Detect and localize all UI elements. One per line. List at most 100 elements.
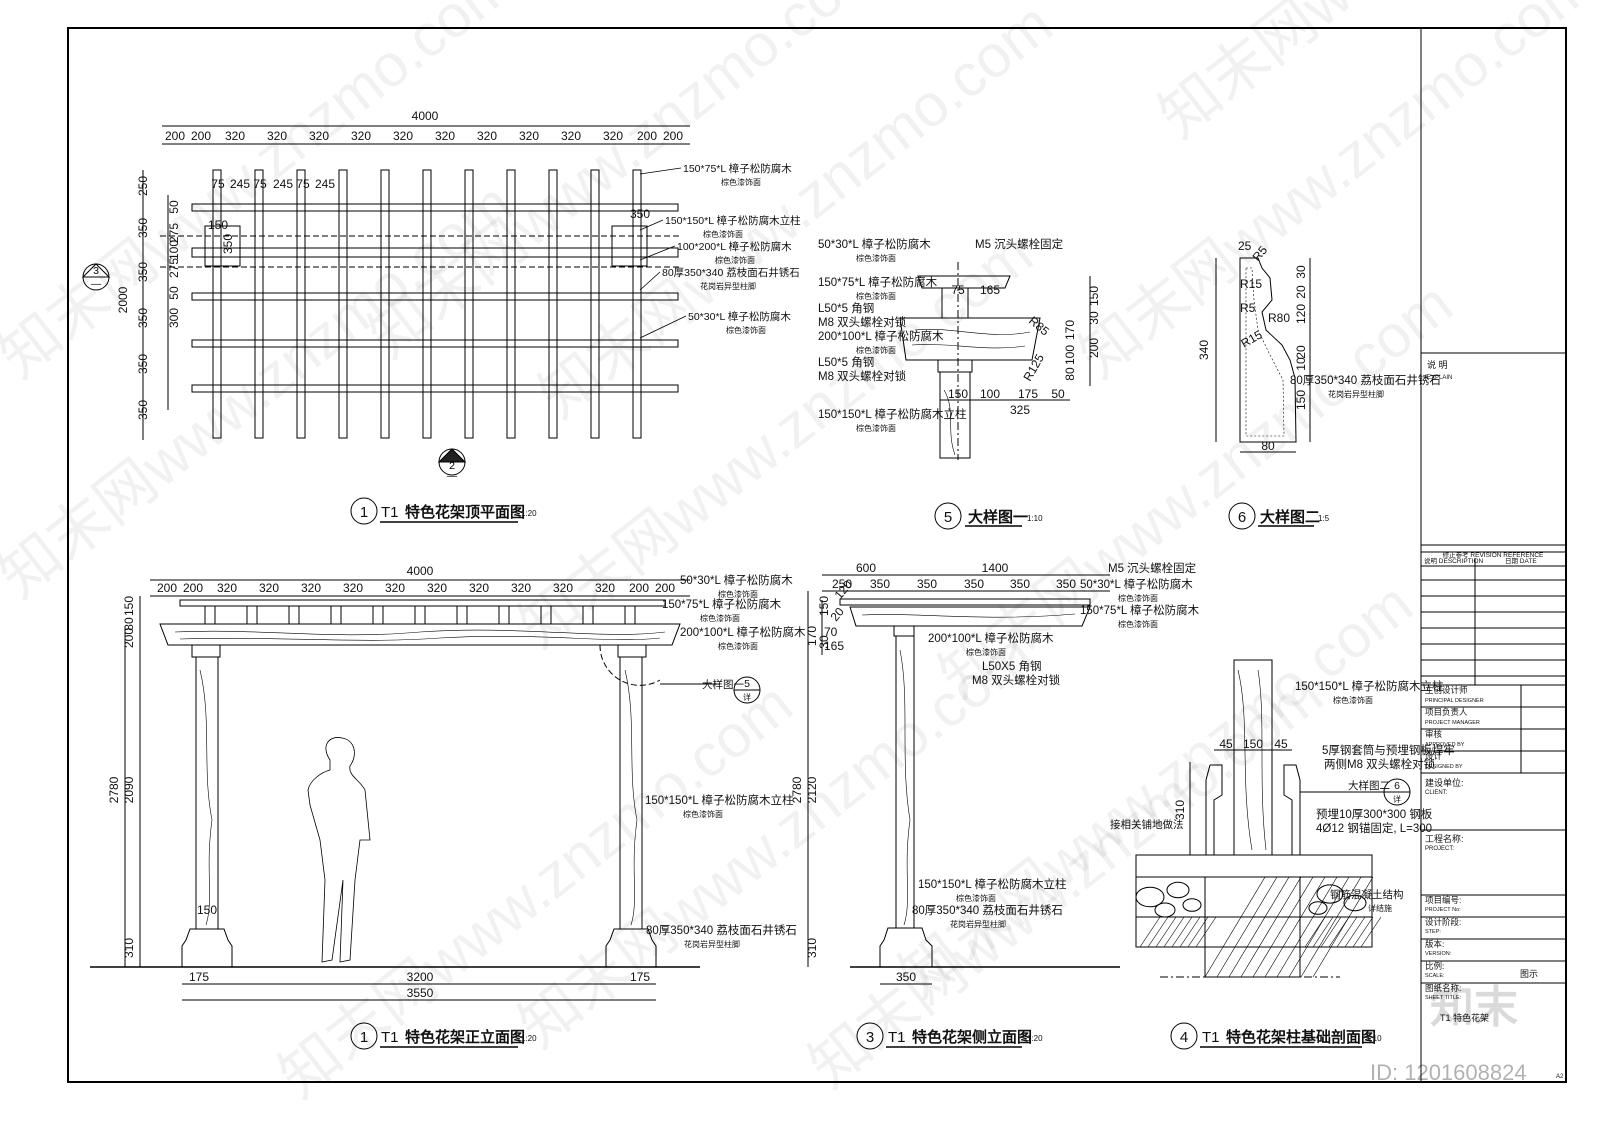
side-note: 80厚350*340 荔枝面石井锈石	[912, 903, 1063, 917]
side-dim: 350	[870, 577, 890, 591]
plan-rafter-dim: 75	[296, 177, 310, 191]
tb-field-value: 图示	[1520, 969, 1538, 979]
plan-left-dim: 350	[136, 400, 150, 420]
d6-dim: 150	[1294, 390, 1308, 410]
side-dim: 150	[817, 596, 831, 616]
foundation-detail-ref[interactable]: 大样图二 6 详	[1300, 778, 1411, 806]
side-dim: 350	[964, 577, 984, 591]
d6-dim: R15	[1239, 327, 1265, 350]
d5-note-finish: 棕色漆饰面	[856, 423, 896, 433]
soil-hatch	[1147, 916, 1169, 948]
front-left-dim: 80	[122, 617, 136, 631]
plan-top-dim: 320	[477, 129, 497, 143]
front-elevation	[90, 579, 700, 1001]
tb-role: 项目负责人	[1425, 707, 1468, 717]
plan-inner-dim: 275	[167, 258, 181, 278]
front-overall-dim: 4000	[407, 564, 434, 578]
front-left-dim: 150	[122, 596, 136, 616]
plan-top-dim: 200	[191, 129, 211, 143]
gravel-stone	[1343, 894, 1367, 912]
plan-note-finish: 棕色漆饰面	[703, 229, 743, 239]
front-note-finish: 棕色漆饰面	[700, 613, 740, 623]
svg-text:T1: T1	[381, 504, 399, 521]
front-note: 200*100*L 樟子松防腐木	[680, 625, 806, 639]
front-top-dim: 200	[629, 581, 649, 595]
side-dim: 350	[1010, 577, 1030, 591]
front-top-dim: 320	[595, 581, 615, 595]
svg-text:大样图二: 大样图二	[1260, 508, 1320, 526]
side-dim: 310	[805, 938, 819, 958]
d6-dim: 20	[1294, 345, 1308, 359]
svg-text:—: —	[447, 470, 458, 482]
tb-field-en: PROJECT No:	[1425, 907, 1461, 913]
svg-text:1: 1	[360, 504, 368, 521]
soil-hatch	[1163, 916, 1185, 948]
side-dim: 2780	[790, 776, 804, 803]
side-dim: 70	[824, 625, 838, 639]
side-note: L50X5 角钢	[982, 660, 1041, 673]
front-top-dim: 320	[427, 581, 447, 595]
plan-rafter-dim: 245	[230, 177, 250, 191]
plan-section-mark-bottom[interactable]: 2 —	[437, 448, 467, 482]
plan-rafter	[296, 169, 306, 439]
d5-note: 150*75*L 樟子松防腐木	[818, 275, 938, 289]
watermark-logo: 知末	[1430, 983, 1518, 1032]
svg-text:特色花架柱基础剖面图: 特色花架柱基础剖面图	[1226, 1028, 1376, 1046]
side-elevation	[807, 574, 1120, 985]
front-rafter-end	[204, 605, 216, 625]
svg-text:特色花架侧立面图: 特色花架侧立面图	[912, 1028, 1032, 1046]
found-note: 预埋10厚300*300 钢板	[1316, 807, 1433, 821]
svg-text:T1: T1	[888, 1029, 906, 1046]
side-dim: 30	[817, 635, 831, 649]
plan-rafter	[464, 169, 474, 439]
plan-section-mark-left[interactable]: 3 —	[81, 263, 111, 291]
side-note-finish: 棕色漆饰面	[1118, 619, 1158, 629]
d5-note: 200*100*L 樟子松防腐木	[818, 329, 944, 343]
tb-role-en: PROJECT MANAGER	[1425, 720, 1480, 726]
tb-field: 版本:	[1425, 939, 1444, 949]
plan-view	[142, 125, 690, 440]
side-note: M5 沉头螺栓固定	[1108, 561, 1197, 575]
tb-field: 项目编号:	[1425, 895, 1461, 905]
plan-note-finish: 棕色漆饰面	[715, 255, 755, 265]
soil-hatch	[1360, 916, 1382, 948]
plan-left-dim: 250	[136, 176, 150, 196]
soil-hatch	[1352, 916, 1374, 948]
svg-text:6: 6	[1394, 780, 1400, 792]
plan-left-dim: 350	[136, 354, 150, 374]
d5-note-finish: 棕色漆饰面	[856, 253, 896, 263]
gravel-stone	[1135, 886, 1165, 908]
svg-text:特色花架正立面图: 特色花架正立面图	[405, 1028, 525, 1046]
plan-inner-dim: 100	[167, 240, 181, 260]
d5-dim: 150	[948, 387, 968, 401]
tb-rev-desc: 说明 DESCRIPTION	[1424, 556, 1484, 565]
side-dim: 2120	[805, 776, 819, 803]
d5-dim: 80	[1063, 367, 1077, 381]
side-note: 50*30*L 樟子松防腐木	[1080, 577, 1193, 591]
front-title: 1 T1 特色花架正立面图 1:20	[350, 1022, 537, 1050]
soil-hatch	[1179, 916, 1201, 948]
d6-dim: 80	[1261, 439, 1275, 453]
svg-text:大样图一: 大样图一	[968, 508, 1028, 526]
side-note-finish: 棕色漆饰面	[966, 647, 1006, 657]
front-note: 80厚350*340 荔枝面石井锈石	[646, 923, 797, 937]
front-detail-ref[interactable]: 大样图一 5 详	[660, 676, 761, 704]
plan-inner-dim: 50	[167, 200, 181, 214]
d5-note: L50*5 角钢	[818, 356, 874, 369]
plan-note-finish: 棕色漆饰面	[726, 325, 766, 335]
svg-text:详: 详	[1393, 794, 1401, 804]
plan-rafters	[212, 169, 642, 439]
plan-rafter-dim: 75	[253, 177, 267, 191]
plan-top-dim: 200	[663, 129, 683, 143]
front-top-dim: 200	[183, 581, 203, 595]
front-note-finish: 花岗岩异型柱脚	[684, 939, 740, 949]
tb-role-en: DESIGNED BY	[1425, 764, 1463, 770]
svg-text:PROJECT:: PROJECT:	[1425, 846, 1454, 852]
plan-top-dim: 320	[435, 129, 455, 143]
tb-explain: 说 明	[1427, 359, 1448, 370]
plan-top-dim: 320	[519, 129, 539, 143]
d6-dim: 340	[1197, 340, 1211, 360]
